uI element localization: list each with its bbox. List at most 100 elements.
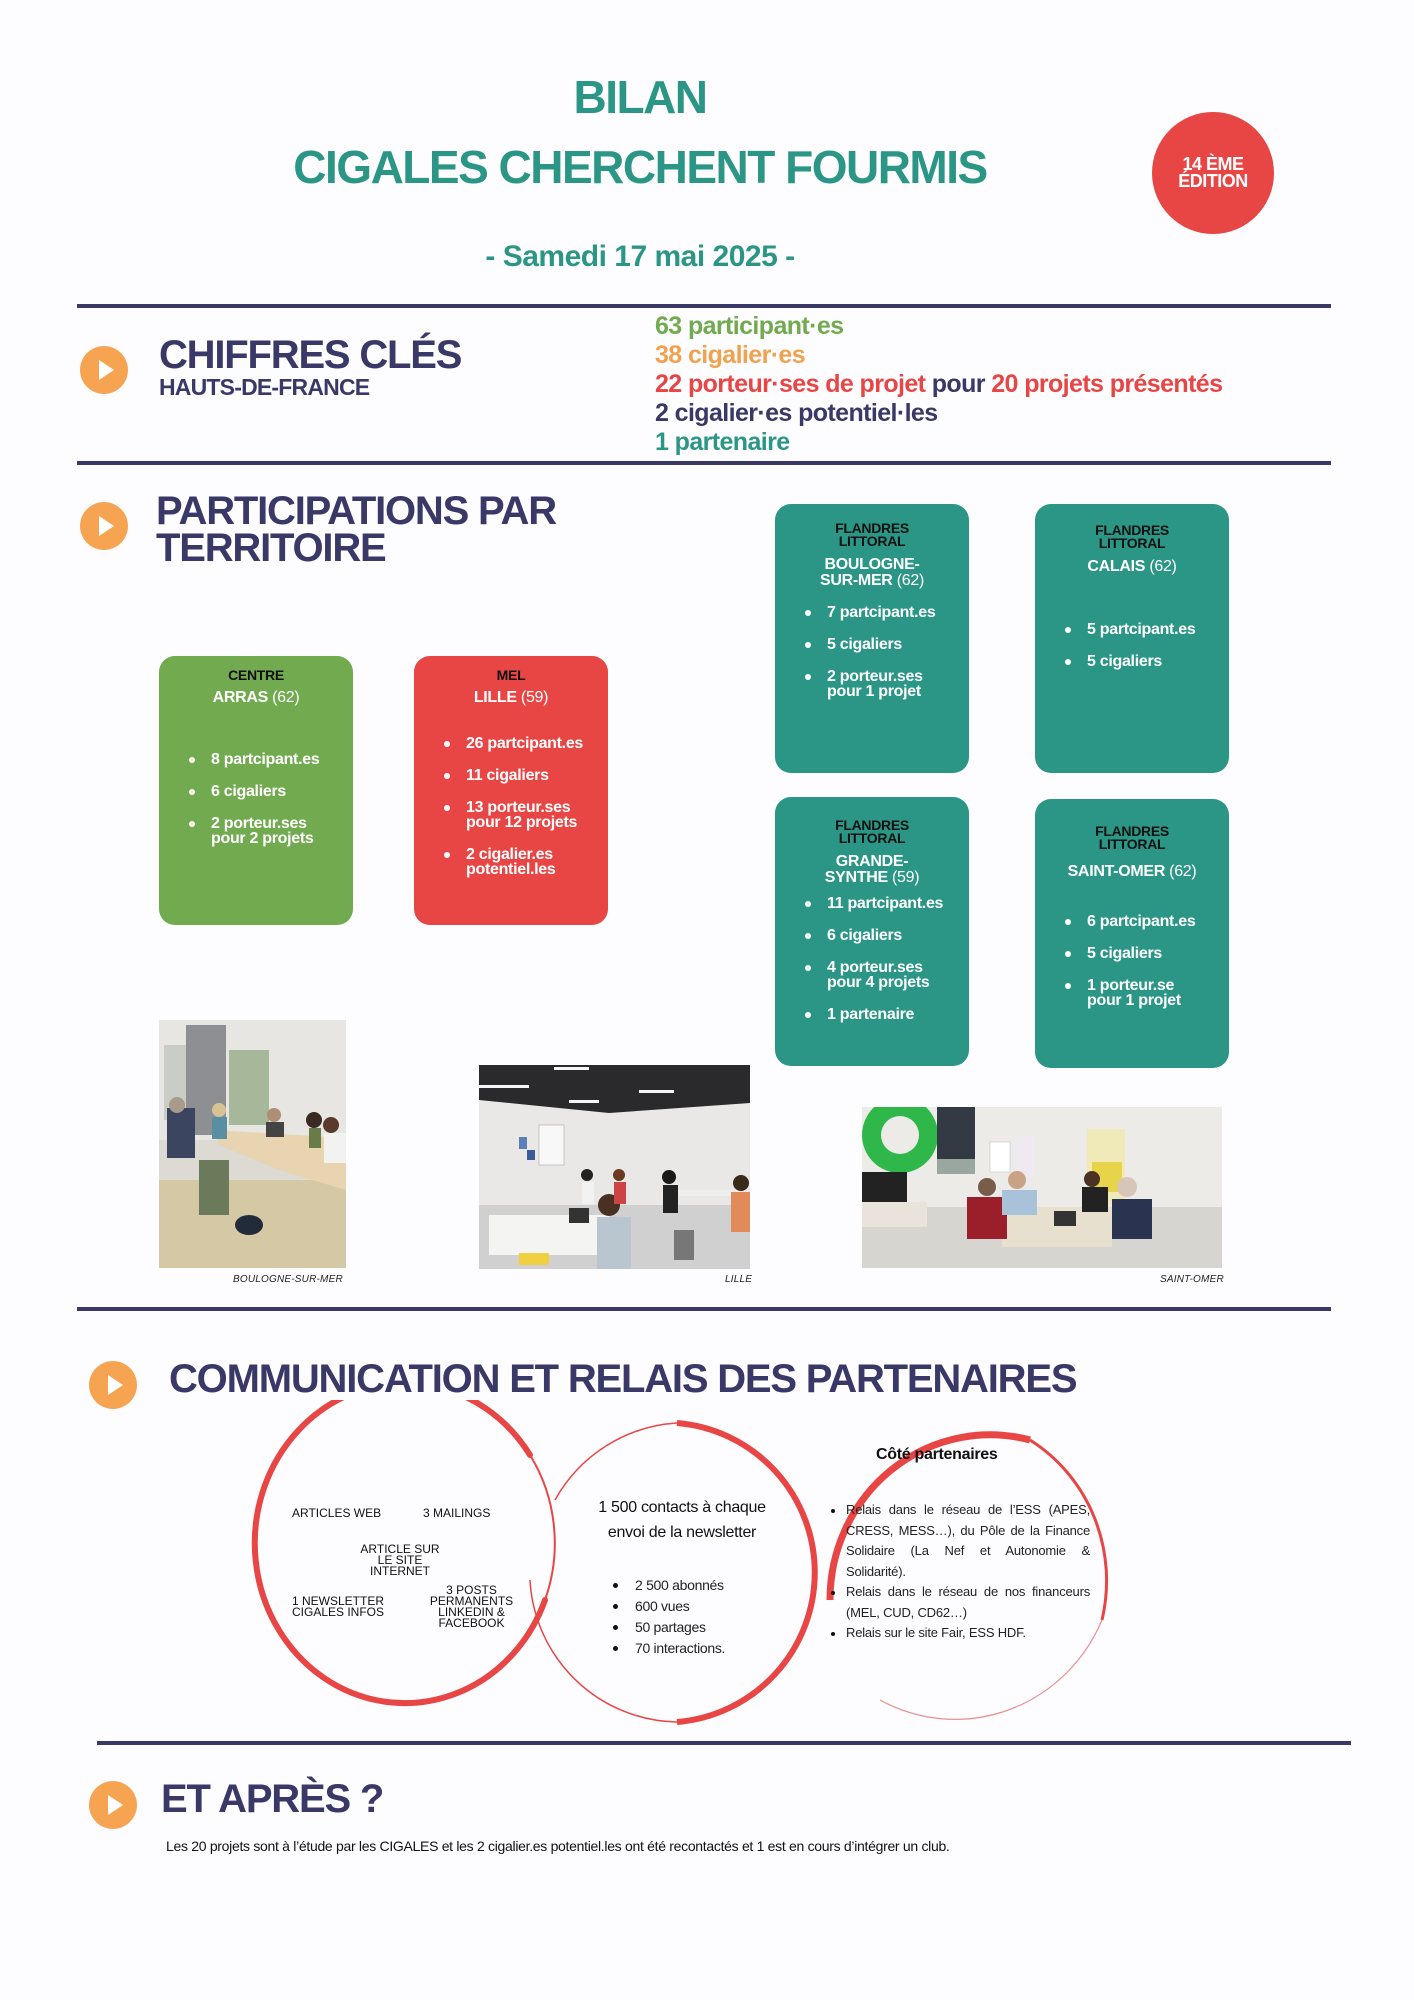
card-stat: 26 partcipant.es bbox=[414, 736, 608, 752]
photo-caption: LILLE bbox=[725, 1274, 753, 1285]
comm-newsletter: 1 NEWSLETTER CIGALES INFOS bbox=[291, 1594, 385, 1619]
card-stat: 2 porteur.ses pour 1 projet bbox=[775, 669, 969, 700]
comm-article-site: ARTICLE SUR LE SITE INTERNET bbox=[360, 1542, 440, 1578]
section-title-territories: PARTICIPATIONS PAR TERRITOIRE bbox=[156, 489, 557, 568]
photo-caption: SAINT-OMER bbox=[1160, 1274, 1224, 1285]
divider bbox=[77, 1307, 1331, 1311]
city-dept: (62) bbox=[268, 689, 300, 706]
territory-card-boulogne: FLANDRES LITTORAL BOULOGNE- SUR-MER (62)… bbox=[775, 504, 969, 773]
card-stat: 1 partenaire bbox=[775, 1007, 969, 1023]
card-stat: 13 porteur.ses pour 12 projets bbox=[414, 800, 608, 831]
territory-card-saint-omer: FLANDRES LITTORAL SAINT-OMER (62) 6 part… bbox=[1035, 799, 1229, 1068]
key-figures-list: 63 participant·es 38 cigalier·es 22 port… bbox=[655, 312, 1223, 457]
comm-mailings: 3 MAILINGS bbox=[423, 1506, 491, 1520]
territory-card-grande-synthe: FLANDRES LITTORAL GRANDE- SYNTHE (59) 11… bbox=[775, 797, 969, 1066]
city-name: BOULOGNE- SUR-MER bbox=[820, 556, 920, 589]
card-region: FLANDRES LITTORAL bbox=[1095, 522, 1169, 551]
card-city: BOULOGNE- SUR-MER (62) bbox=[775, 557, 969, 589]
card-region: FLANDRES LITTORAL bbox=[835, 520, 909, 549]
kf-projets: 20 projets présentés bbox=[991, 370, 1223, 398]
venn-circles-graphic bbox=[251, 1400, 1109, 1725]
card-stat: 5 cigaliers bbox=[1035, 946, 1229, 962]
kf-participants: 63 participant·es bbox=[655, 312, 844, 340]
card-region: CENTRE bbox=[228, 667, 284, 683]
stat-item: 70 interactions. bbox=[613, 1638, 725, 1659]
card-city: CALAIS (62) bbox=[1035, 559, 1229, 575]
newsletter-headline: 1 500 contacts à chaque envoi de la news… bbox=[572, 1495, 792, 1545]
card-stat: 5 cigaliers bbox=[775, 637, 969, 653]
card-stats: 8 partcipant.es 6 cigaliers 2 porteur.se… bbox=[159, 752, 353, 847]
card-region: MEL bbox=[496, 667, 526, 683]
play-bullet-icon bbox=[80, 346, 128, 394]
card-city: GRANDE- SYNTHE (59) bbox=[775, 854, 969, 886]
city-name: CALAIS bbox=[1087, 558, 1146, 575]
card-stat: 6 cigaliers bbox=[775, 928, 969, 944]
city-dept: (62) bbox=[892, 572, 925, 589]
section-title-communication: COMMUNICATION ET RELAIS DES PARTENAIRES bbox=[169, 1357, 1078, 1401]
city-dept: (62) bbox=[1165, 863, 1197, 880]
divider bbox=[77, 461, 1331, 465]
card-stat: 6 cigaliers bbox=[159, 784, 353, 800]
kf-potentiels: 2 cigalier·es potentiel·les bbox=[655, 399, 938, 427]
partner-item: Relais dans le réseau de nos financeurs … bbox=[828, 1582, 1090, 1623]
card-city: LILLE (59) bbox=[414, 690, 608, 706]
stat-item: 2 500 abonnés bbox=[613, 1575, 725, 1596]
card-stat: 1 porteur.se pour 1 projet bbox=[1035, 978, 1229, 1009]
edition-badge-number: 14 ÈME bbox=[1182, 154, 1244, 174]
photo-boulogne bbox=[159, 1020, 346, 1268]
stat-item: 50 partages bbox=[613, 1617, 725, 1638]
headline-line: 1 500 contacts à chaque bbox=[598, 1499, 766, 1516]
title-event-name: CIGALES CHERCHENT FOURMIS bbox=[293, 141, 988, 193]
newsletter-stats: 2 500 abonnés 600 vues 50 partages 70 in… bbox=[613, 1575, 725, 1659]
section-title-line: PARTICIPATIONS PAR bbox=[156, 489, 557, 533]
city-dept: (59) bbox=[887, 869, 920, 886]
city-dept: (62) bbox=[1145, 558, 1177, 575]
card-city: SAINT-OMER (62) bbox=[1035, 864, 1229, 880]
kf-partenaire: 1 partenaire bbox=[655, 428, 790, 456]
partners-list: Relais dans le réseau de l’ESS (APES, CR… bbox=[828, 1500, 1090, 1644]
card-city: ARRAS (62) bbox=[159, 690, 353, 706]
card-stats: 26 partcipant.es 11 cigaliers 13 porteur… bbox=[414, 736, 608, 878]
city-name: ARRAS bbox=[212, 689, 269, 706]
edition-badge-label: ÉDITION bbox=[1178, 171, 1248, 191]
kf-porteurs: 22 porteur·ses de projet bbox=[655, 370, 926, 398]
card-stats: 6 partcipant.es 5 cigaliers 1 porteur.se… bbox=[1035, 914, 1229, 1009]
divider bbox=[97, 1741, 1351, 1745]
divider bbox=[77, 304, 1331, 308]
partners-title: Côté partenaires bbox=[876, 1446, 998, 1463]
section-title-key-figures: CHIFFRES CLÉS bbox=[159, 333, 462, 377]
card-stat: 2 cigalier.es potentiel.les bbox=[414, 847, 608, 878]
play-bullet-icon bbox=[89, 1361, 137, 1409]
comm-articles-web: ARTICLES WEB bbox=[292, 1506, 382, 1520]
title-bilan: BILAN bbox=[573, 71, 708, 123]
card-stat: 6 partcipant.es bbox=[1035, 914, 1229, 930]
card-stat: 4 porteur.ses pour 4 projets bbox=[775, 960, 969, 991]
partner-item: Relais sur le site Fair, ESS HDF. bbox=[828, 1623, 1090, 1644]
photo-caption: BOULOGNE-SUR-MER bbox=[233, 1274, 343, 1285]
card-stat: 5 partcipant.es bbox=[1035, 622, 1229, 638]
headline-line: envoi de la newsletter bbox=[607, 1524, 757, 1541]
card-stat: 7 partcipant.es bbox=[775, 605, 969, 621]
city-name: GRANDE- SYNTHE bbox=[824, 853, 909, 886]
territory-card-arras: CENTRE ARRAS (62) 8 partcipant.es 6 ciga… bbox=[159, 656, 353, 925]
edition-badge: 14 ÈME ÉDITION bbox=[1152, 112, 1274, 234]
next-steps-text: Les 20 projets sont à l’étude par les CI… bbox=[166, 1838, 950, 1854]
card-stat: 5 cigaliers bbox=[1035, 654, 1229, 670]
section-title-next: ET APRÈS ? bbox=[161, 1777, 384, 1821]
card-stat: 8 partcipant.es bbox=[159, 752, 353, 768]
event-date: - Samedi 17 mai 2025 - bbox=[485, 240, 795, 273]
card-stats: 11 partcipant.es 6 cigaliers 4 porteur.s… bbox=[775, 896, 969, 1023]
stat-item: 600 vues bbox=[613, 1596, 725, 1617]
play-bullet-icon bbox=[80, 502, 128, 550]
kf-link-word: pour bbox=[925, 370, 992, 398]
card-stat: 11 partcipant.es bbox=[775, 896, 969, 912]
kf-cigaliers: 38 cigalier·es bbox=[655, 341, 806, 369]
card-stat: 2 porteur.ses pour 2 projets bbox=[159, 816, 353, 847]
card-stats: 5 partcipant.es 5 cigaliers bbox=[1035, 622, 1229, 670]
comm-posts: 3 POSTS PERMANENTS LINKEDIN & FACEBOOK bbox=[429, 1583, 514, 1630]
card-region: FLANDRES LITTORAL bbox=[1095, 823, 1169, 852]
territory-card-calais: FLANDRES LITTORAL CALAIS (62) 5 partcipa… bbox=[1035, 504, 1229, 773]
city-name: SAINT-OMER bbox=[1067, 863, 1166, 880]
city-dept: (59) bbox=[516, 689, 549, 706]
card-stat: 11 cigaliers bbox=[414, 768, 608, 784]
